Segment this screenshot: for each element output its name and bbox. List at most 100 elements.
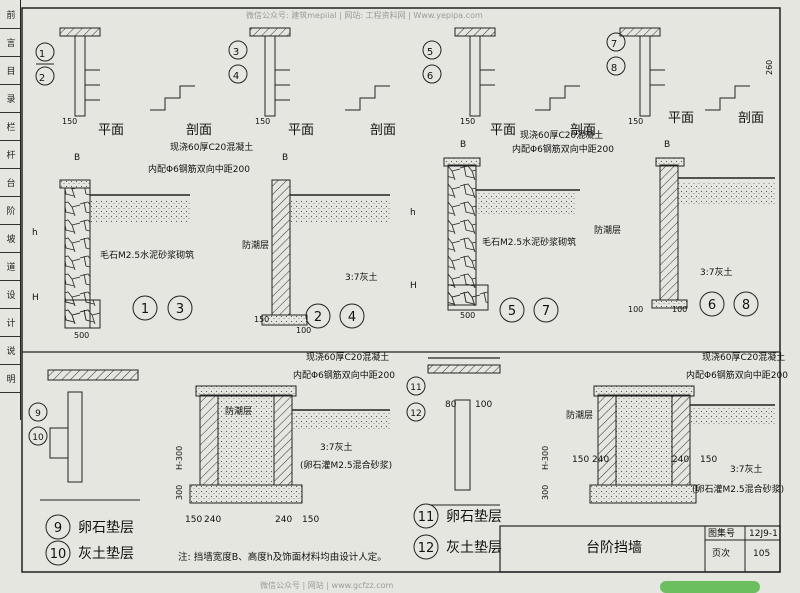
legend-num-9: 9: [54, 521, 62, 536]
dim-100-2: 100: [628, 305, 643, 314]
dim-H300-1: H-300: [175, 446, 184, 470]
dim-h-1: h: [32, 228, 38, 238]
sidebar-index-cell: 言: [0, 28, 20, 57]
sidebar-index-cell: 坡: [0, 224, 20, 253]
damp-note-4: 防潮层: [566, 409, 593, 421]
sidebar-index: 前言目录栏杆台阶坡道设计说明: [0, 0, 21, 420]
mortar-note-1: (卵石灌M2.5混合砂浆): [300, 459, 392, 471]
small-label-11: 11: [410, 383, 421, 393]
sidebar-index-cell: 前: [0, 0, 20, 29]
rebar-note-3: 内配Φ6钢筋双向中距200: [293, 369, 395, 381]
detail-5-7: [443, 157, 580, 311]
small-label-12: 12: [410, 409, 421, 419]
detail-9-10: [40, 369, 140, 501]
detail-11-12: [427, 357, 501, 506]
dim-240-b1: 240: [204, 515, 221, 525]
small-label-10: 10: [32, 433, 44, 443]
section-label-4: 剖面: [738, 111, 764, 126]
concrete-note-1: 现浇60厚C20混凝土: [170, 141, 253, 153]
sidebar-index-cell: 道: [0, 252, 20, 281]
svg-text:6: 6: [427, 71, 433, 82]
page-label: 页次: [712, 547, 730, 559]
mortar-note-2: (卵石灌M2.5混合砂浆): [692, 483, 784, 495]
dim-240-b3: 240: [592, 455, 609, 465]
detail-6-8: [651, 157, 775, 309]
small-label-9: 9: [35, 409, 41, 419]
legend-num-10: 10: [50, 547, 67, 562]
dim-100-3: 100: [672, 305, 687, 314]
sidebar-index-cell: 阶: [0, 196, 20, 225]
section-label-3: 剖面: [570, 123, 596, 138]
rebar-note-4: 内配Φ6钢筋双向中距200: [686, 369, 788, 381]
dim-300-1: 300: [175, 485, 184, 500]
dim-B-4: B: [664, 140, 670, 150]
dim-80: 80: [445, 400, 457, 410]
atlas-value: 12J9-1: [749, 529, 778, 539]
sidebar-index-cell: 目: [0, 56, 20, 85]
rubble-note-2: 毛石M2.5水泥砂浆砌筑: [482, 236, 576, 248]
plan-label-2: 平面: [288, 123, 314, 138]
damp-note-1: 防潮层: [242, 239, 269, 251]
lime-note-1: 3:7灰土: [345, 271, 378, 283]
watermark-top: 微信公众号: 建筑mepiial | 网站: 工程资料网 | Www.yepip…: [246, 10, 483, 20]
lime-note-2: 3:7灰土: [700, 266, 733, 278]
dim-240-b2: 240: [275, 515, 292, 525]
detail-label-6: 6: [708, 298, 716, 313]
legend-text-9: 卵石垫层: [78, 520, 134, 536]
page-value: 105: [753, 549, 770, 559]
sidebar-index-cell: 栏: [0, 112, 20, 141]
green-tab: [660, 581, 760, 593]
lime-note-3: 3:7灰土: [320, 441, 353, 453]
circle-label-2: 2: [39, 73, 45, 84]
dim-H300-2: H-300: [541, 446, 550, 470]
damp-note-3: 防潮层: [225, 405, 252, 417]
section-label: 剖面: [186, 123, 212, 138]
sheet-title: 台阶挡墙: [586, 540, 642, 556]
damp-note-2: 防潮层: [594, 224, 621, 236]
title-block: 台阶挡墙 图集号 12J9-1 页次 105: [499, 525, 781, 573]
lime-note-4: 3:7灰土: [730, 463, 763, 475]
sidebar-index-cell: 明: [0, 364, 20, 393]
detail-1-3: [59, 179, 190, 329]
sidebar-index-cell: 计: [0, 308, 20, 337]
svg-text:7: 7: [611, 39, 617, 50]
sidebar-index-cell: 杆: [0, 140, 20, 169]
atlas-label: 图集号: [708, 527, 735, 539]
dim-H-1: H: [32, 293, 39, 303]
concrete-note-2: 现浇60厚C20混凝土: [520, 129, 603, 141]
dim-150-2: 150: [255, 117, 270, 126]
dim-150-4: 150: [628, 117, 643, 126]
detail-label-1: 1: [141, 302, 149, 317]
dim-100-1: 100: [296, 326, 311, 335]
dim-150-b2: 150: [302, 515, 319, 525]
detail-9-10-section: [189, 385, 390, 504]
sidebar-index-cell: 录: [0, 84, 20, 113]
detail-label-3: 3: [176, 302, 184, 317]
legend-text-12: 灰土垫层: [446, 540, 502, 556]
footnote: 注: 挡墙宽度B、高度h及饰面材料均由设计人定。: [178, 551, 387, 563]
dim-150: 150: [62, 117, 77, 126]
dim-150-3: 150: [460, 117, 475, 126]
detail-label-8: 8: [742, 298, 750, 313]
plan-label-3: 平面: [490, 123, 516, 138]
section-label-2: 剖面: [370, 123, 396, 138]
detail-label-4: 4: [348, 310, 356, 325]
legend-num-11: 11: [418, 510, 435, 525]
dim-150-mid: 150: [254, 315, 269, 324]
rubble-note-1: 毛石M2.5水泥砂浆砌筑: [100, 249, 194, 261]
sidebar-index-cell: 说: [0, 336, 20, 365]
plan-group-2: [228, 27, 390, 117]
circle-label-1: 1: [39, 49, 45, 60]
dim-H-2: H: [410, 281, 417, 291]
rebar-note-2: 内配Φ6钢筋双向中距200: [512, 143, 614, 155]
dim-B-3: B: [460, 140, 466, 150]
legend-num-12: 12: [418, 541, 435, 556]
detail-label-2: 2: [314, 310, 322, 325]
dim-500-2: 500: [460, 311, 475, 320]
dim-B-1: B: [74, 153, 80, 163]
dim-260: 260: [765, 60, 774, 75]
rebar-note-1: 内配Φ6钢筋双向中距200: [148, 163, 250, 175]
svg-text:4: 4: [233, 71, 239, 82]
